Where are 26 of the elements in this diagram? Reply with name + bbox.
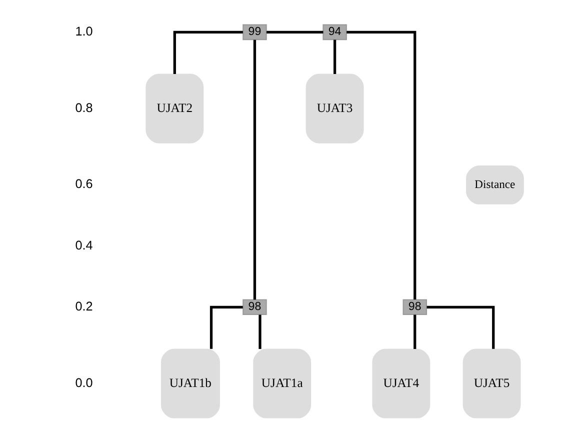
node-box: Distance [465, 164, 524, 204]
node-box: 98 [402, 298, 426, 315]
connector [426, 305, 494, 348]
connector [413, 314, 416, 348]
node-box: UJAT3 [305, 73, 364, 143]
node-box: UJAT5 [462, 348, 520, 418]
label: 0.2 [74, 298, 92, 313]
node-box: UJAT1b [160, 348, 220, 418]
node-box: UJAT1a [252, 348, 311, 418]
connector [252, 39, 256, 300]
node-box: UJAT2 [145, 73, 204, 143]
node-box: 99 [242, 24, 266, 40]
connector [258, 314, 261, 348]
label: 0.6 [74, 176, 92, 191]
connector [332, 39, 336, 74]
connector [209, 305, 242, 348]
node-box: 94 [322, 24, 346, 40]
node-box: 98 [242, 298, 266, 315]
connector [172, 30, 242, 74]
label: 0.4 [74, 238, 92, 252]
label: 0.8 [74, 100, 92, 114]
connector [266, 30, 323, 33]
label: 0.0 [74, 375, 92, 390]
node-box: UJAT4 [372, 348, 430, 418]
label: 1.0 [74, 24, 92, 38]
connector [346, 30, 416, 300]
